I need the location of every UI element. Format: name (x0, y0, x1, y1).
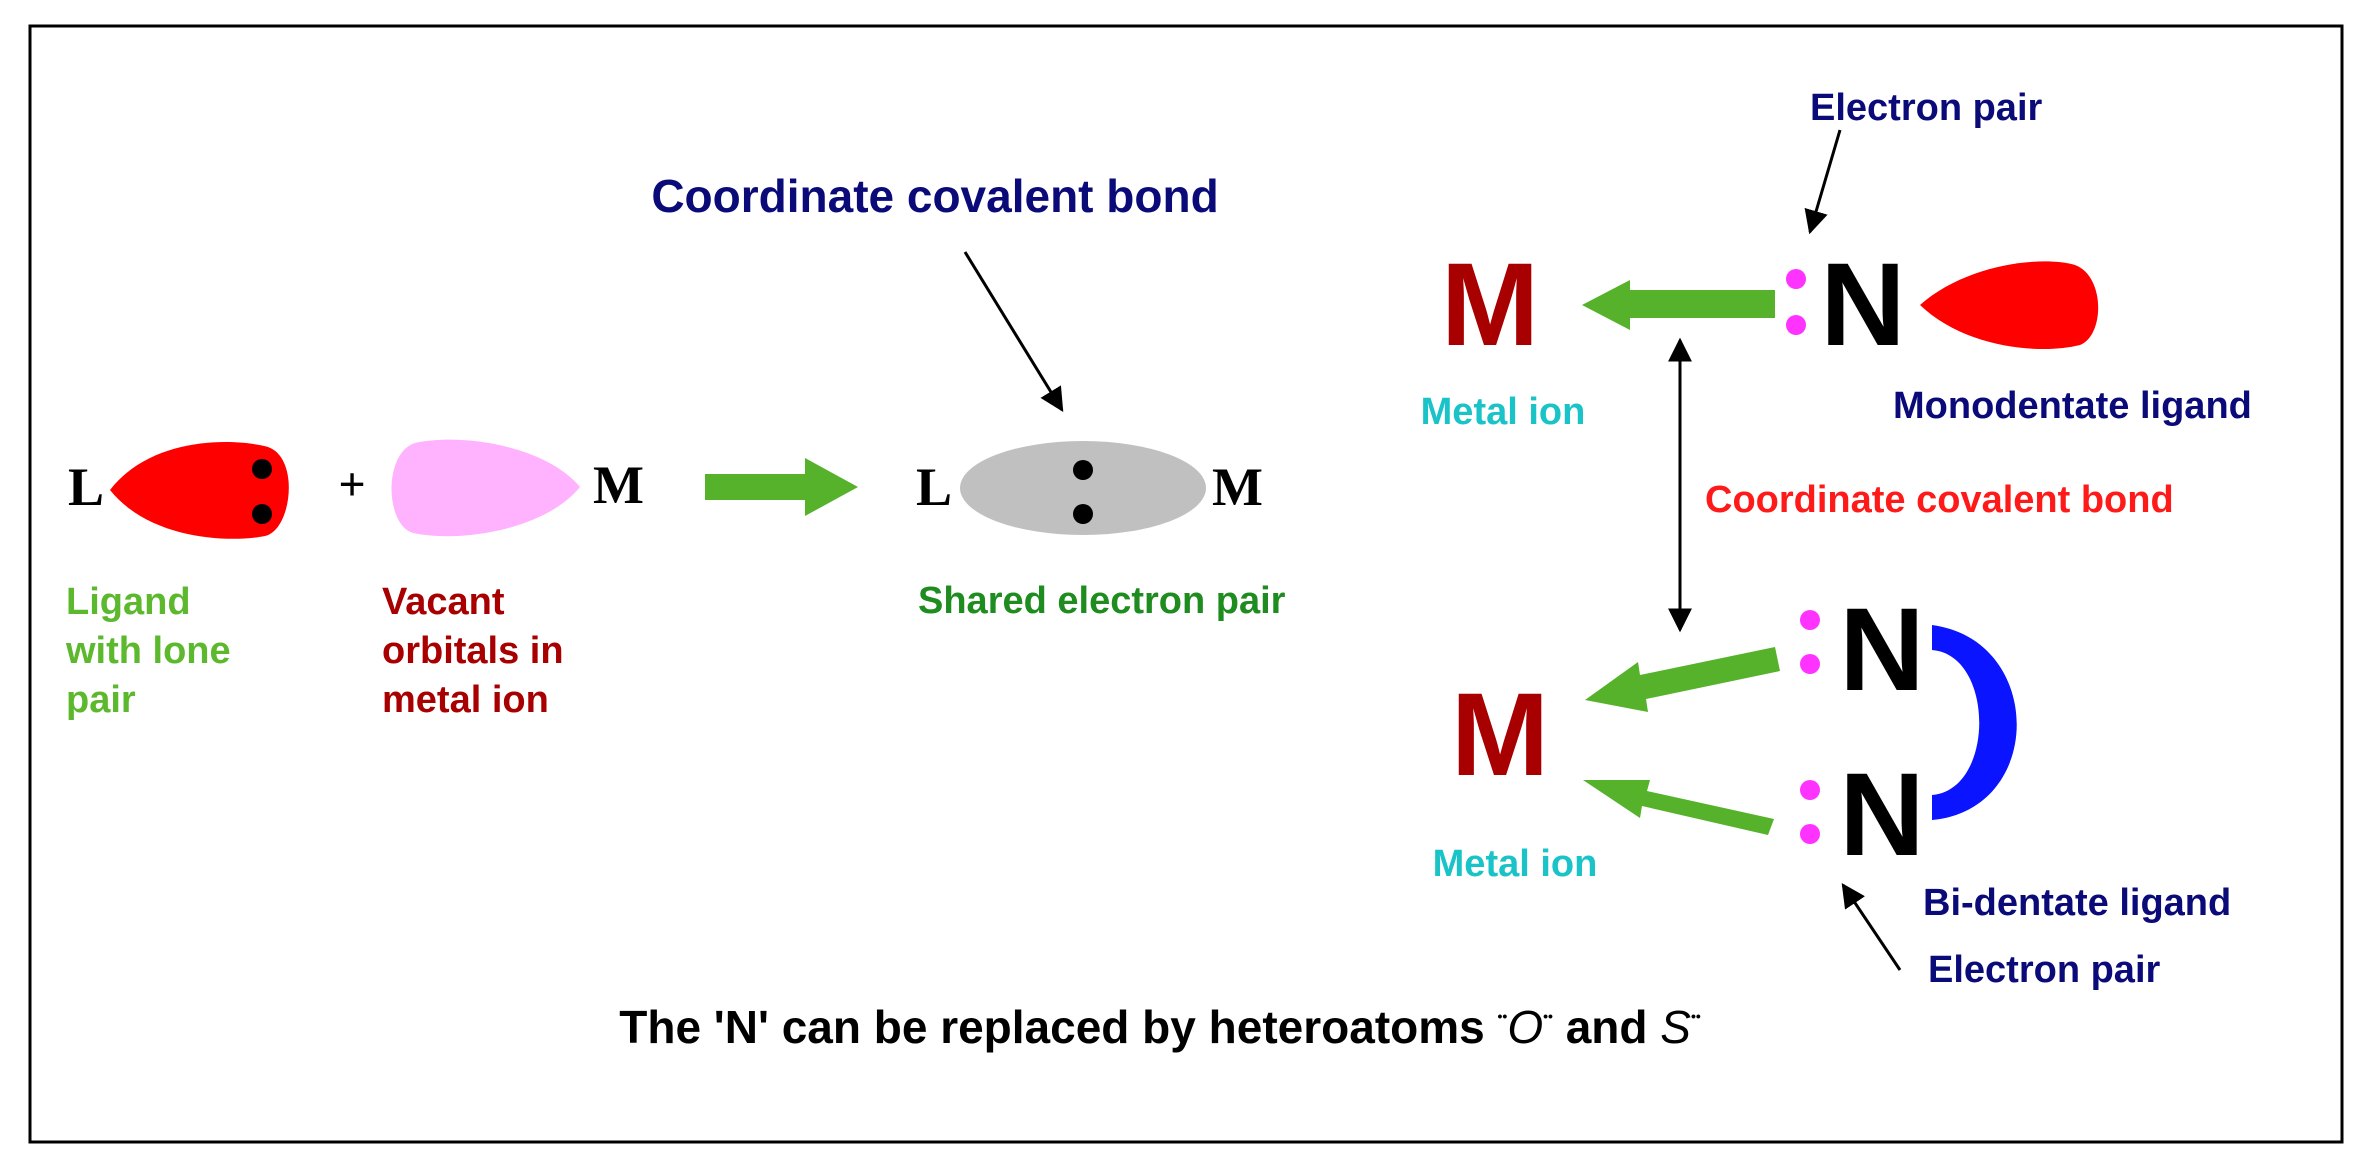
bi-lone-pair-dot (1800, 824, 1820, 844)
footer-note: The 'N' can be replaced by heteroatoms •… (619, 1001, 1701, 1053)
ligand-symbol: L (68, 457, 104, 517)
bi-lone-pair-dot (1800, 780, 1820, 800)
electron-pair-top-pointer (1804, 129, 1842, 235)
metal-symbol: M (593, 455, 644, 515)
bi-lone-pair-dot (1800, 654, 1820, 674)
vacant-orbital-lobe (391, 439, 580, 537)
electron-pair-top-label: Electron pair (1810, 87, 2042, 129)
mono-ligand-lobe (1920, 261, 2099, 350)
chelate-ring-arc (1932, 625, 2017, 820)
mono-metal-symbol: M (1441, 239, 1539, 371)
plus-sign: + (338, 458, 365, 511)
mono-bond-arrow (1582, 280, 1775, 330)
bi-ligand-caption: Bi-dentate ligand (1923, 882, 2231, 924)
product-metal-symbol: M (1212, 457, 1263, 517)
bi-bond-arrow-lower (1583, 780, 1774, 835)
mono-lone-pair-dot (1786, 269, 1806, 289)
lone-pair-dot (252, 459, 272, 479)
ligand-caption: Ligand with lone pair (65, 581, 241, 721)
coordinate-bond-caption: Coordinate covalent bond (1705, 479, 2174, 521)
diagram-frame (28, 24, 2344, 1144)
mono-lone-pair-dot (1786, 315, 1806, 335)
shared-pair-caption: Shared electron pair (918, 580, 1286, 622)
coordinate-bond-title: Coordinate covalent bond (651, 170, 1218, 222)
vacant-orbital-caption: Vacant orbitals in metal ion (382, 581, 574, 721)
electron-pair-bottom-label: Electron pair (1928, 949, 2160, 991)
reaction-arrow (705, 458, 858, 516)
bi-lone-pair-dot (1800, 610, 1820, 630)
shared-pair-dot (1073, 460, 1093, 480)
mono-ligand-caption: Monodentate ligand (1893, 385, 2252, 427)
electron-pair-bottom-pointer (1841, 883, 1902, 971)
bi-donor-atom-bottom: N (1839, 749, 1924, 881)
bi-donor-atom-top: N (1839, 584, 1924, 716)
shared-pair-dot (1073, 504, 1093, 524)
lone-pair-dot (252, 504, 272, 524)
product-ligand-symbol: L (916, 457, 952, 517)
title-pointer-arrow (963, 251, 1064, 413)
ligand-lone-pair-lobe (110, 442, 289, 539)
bi-metal-caption: Metal ion (1433, 843, 1598, 885)
mono-donor-atom: N (1820, 239, 1905, 371)
bi-bond-arrow-upper (1585, 647, 1780, 712)
shared-orbital (960, 441, 1206, 535)
bi-metal-symbol: M (1451, 669, 1549, 801)
mono-metal-caption: Metal ion (1421, 391, 1586, 433)
